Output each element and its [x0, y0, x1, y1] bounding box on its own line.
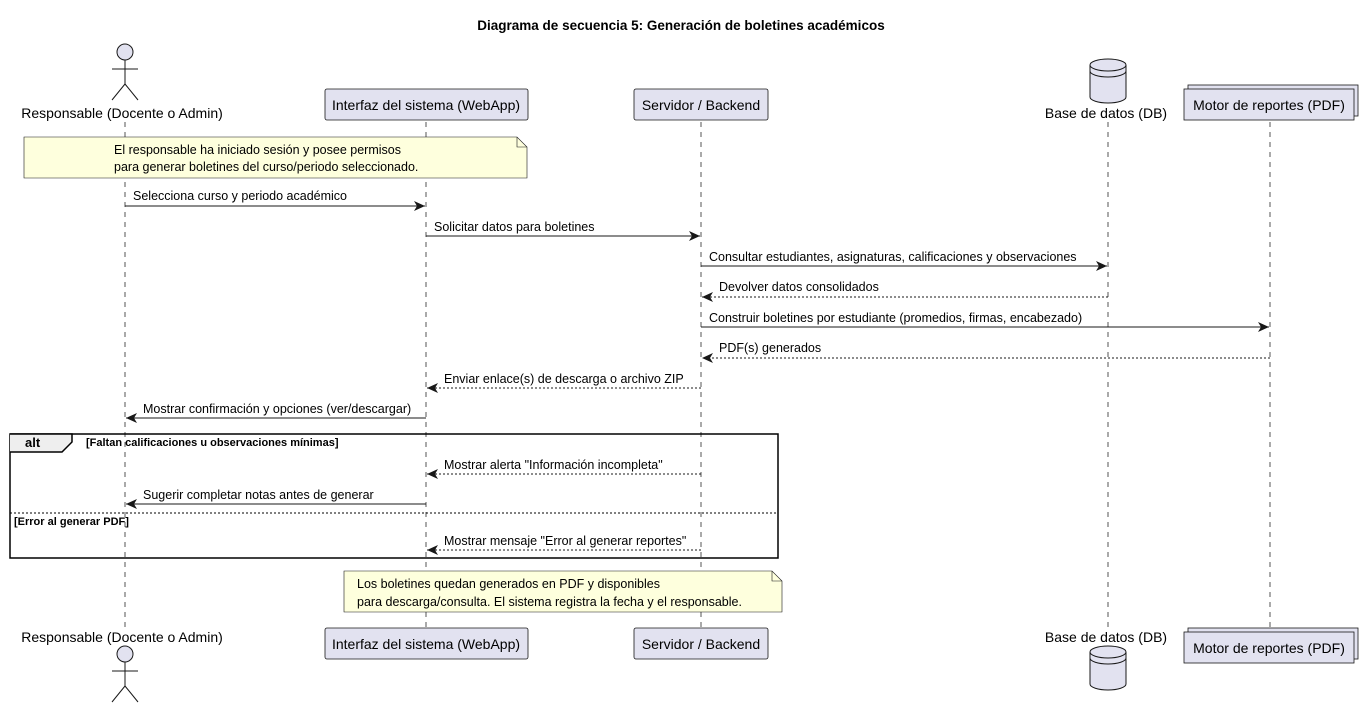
- message-label-8: Mostrar confirmación y opciones (ver/des…: [143, 402, 411, 416]
- diagram-title: Diagrama de secuencia 5: Generación de b…: [477, 18, 884, 33]
- note-bottom-line-2: para descarga/consulta. El sistema regis…: [357, 595, 742, 609]
- message-label-3: Consultar estudiantes, asignaturas, cali…: [709, 250, 1077, 264]
- participant-srv-box-bottom: [633, 627, 769, 660]
- alt-fragment-tab: [10, 433, 73, 453]
- alt-guard-1: [Faltan calificaciones u observaciones m…: [86, 437, 339, 449]
- note-bottom-line-1: Los boletines quedan generados en PDF y …: [357, 577, 660, 591]
- note-top-line-1: El responsable ha iniciado sesión y pose…: [114, 143, 401, 157]
- note-top: [23, 136, 528, 179]
- participant-ui-label-bottom: Interfaz del sistema (WebApp): [332, 636, 520, 652]
- message-label-2: Solicitar datos para boletines: [434, 220, 595, 234]
- participant-pdf-label-top: Motor de reportes (PDF): [1193, 97, 1345, 113]
- message-label-1: Selecciona curso y periodo académico: [133, 189, 347, 203]
- message-label-5: Construir boletines por estudiante (prom…: [709, 311, 1082, 325]
- note-top-line-2: para generar boletines del curso/periodo…: [114, 160, 418, 174]
- collections-box-bottom: [1183, 627, 1359, 664]
- participant-resp-label-top: Responsable (Docente o Admin): [21, 105, 223, 121]
- alt-message-label-3: Mostrar mensaje "Error al generar report…: [444, 534, 686, 548]
- actor-icon: [111, 645, 139, 703]
- participant-resp-label-bottom: Responsable (Docente o Admin): [21, 629, 223, 645]
- alt-message-label-2: Sugerir completar notas antes de generar: [143, 488, 374, 502]
- alt-guard-2: [Error al generar PDF]: [14, 516, 129, 528]
- message-label-7: Enviar enlace(s) de descarga o archivo Z…: [444, 372, 684, 386]
- message-label-4: Devolver datos consolidados: [719, 280, 879, 294]
- participant-ui-box-top: [324, 88, 529, 121]
- participant-srv-box-top: [633, 88, 769, 121]
- alt-label: alt: [25, 435, 41, 450]
- database-icon: [1089, 58, 1127, 104]
- participant-ui-label-top: Interfaz del sistema (WebApp): [332, 97, 520, 113]
- note-bottom: [343, 570, 783, 613]
- participant-ui-box-bottom: [324, 627, 529, 660]
- participant-db-label-top: Base de datos (DB): [1045, 105, 1167, 121]
- alt-fragment: [9, 433, 779, 559]
- participant-srv-label-top: Servidor / Backend: [642, 97, 760, 113]
- participant-db-label-bottom: Base de datos (DB): [1045, 629, 1167, 645]
- alt-message-label-1: Mostrar alerta "Información incompleta": [444, 458, 663, 472]
- participant-pdf-label-bottom: Motor de reportes (PDF): [1193, 640, 1345, 656]
- message-label-6: PDF(s) generados: [719, 341, 821, 355]
- actor-icon: [111, 43, 139, 101]
- collections-box-top: [1183, 84, 1359, 121]
- participant-srv-label-bottom: Servidor / Backend: [642, 636, 760, 652]
- database-icon: [1089, 645, 1127, 691]
